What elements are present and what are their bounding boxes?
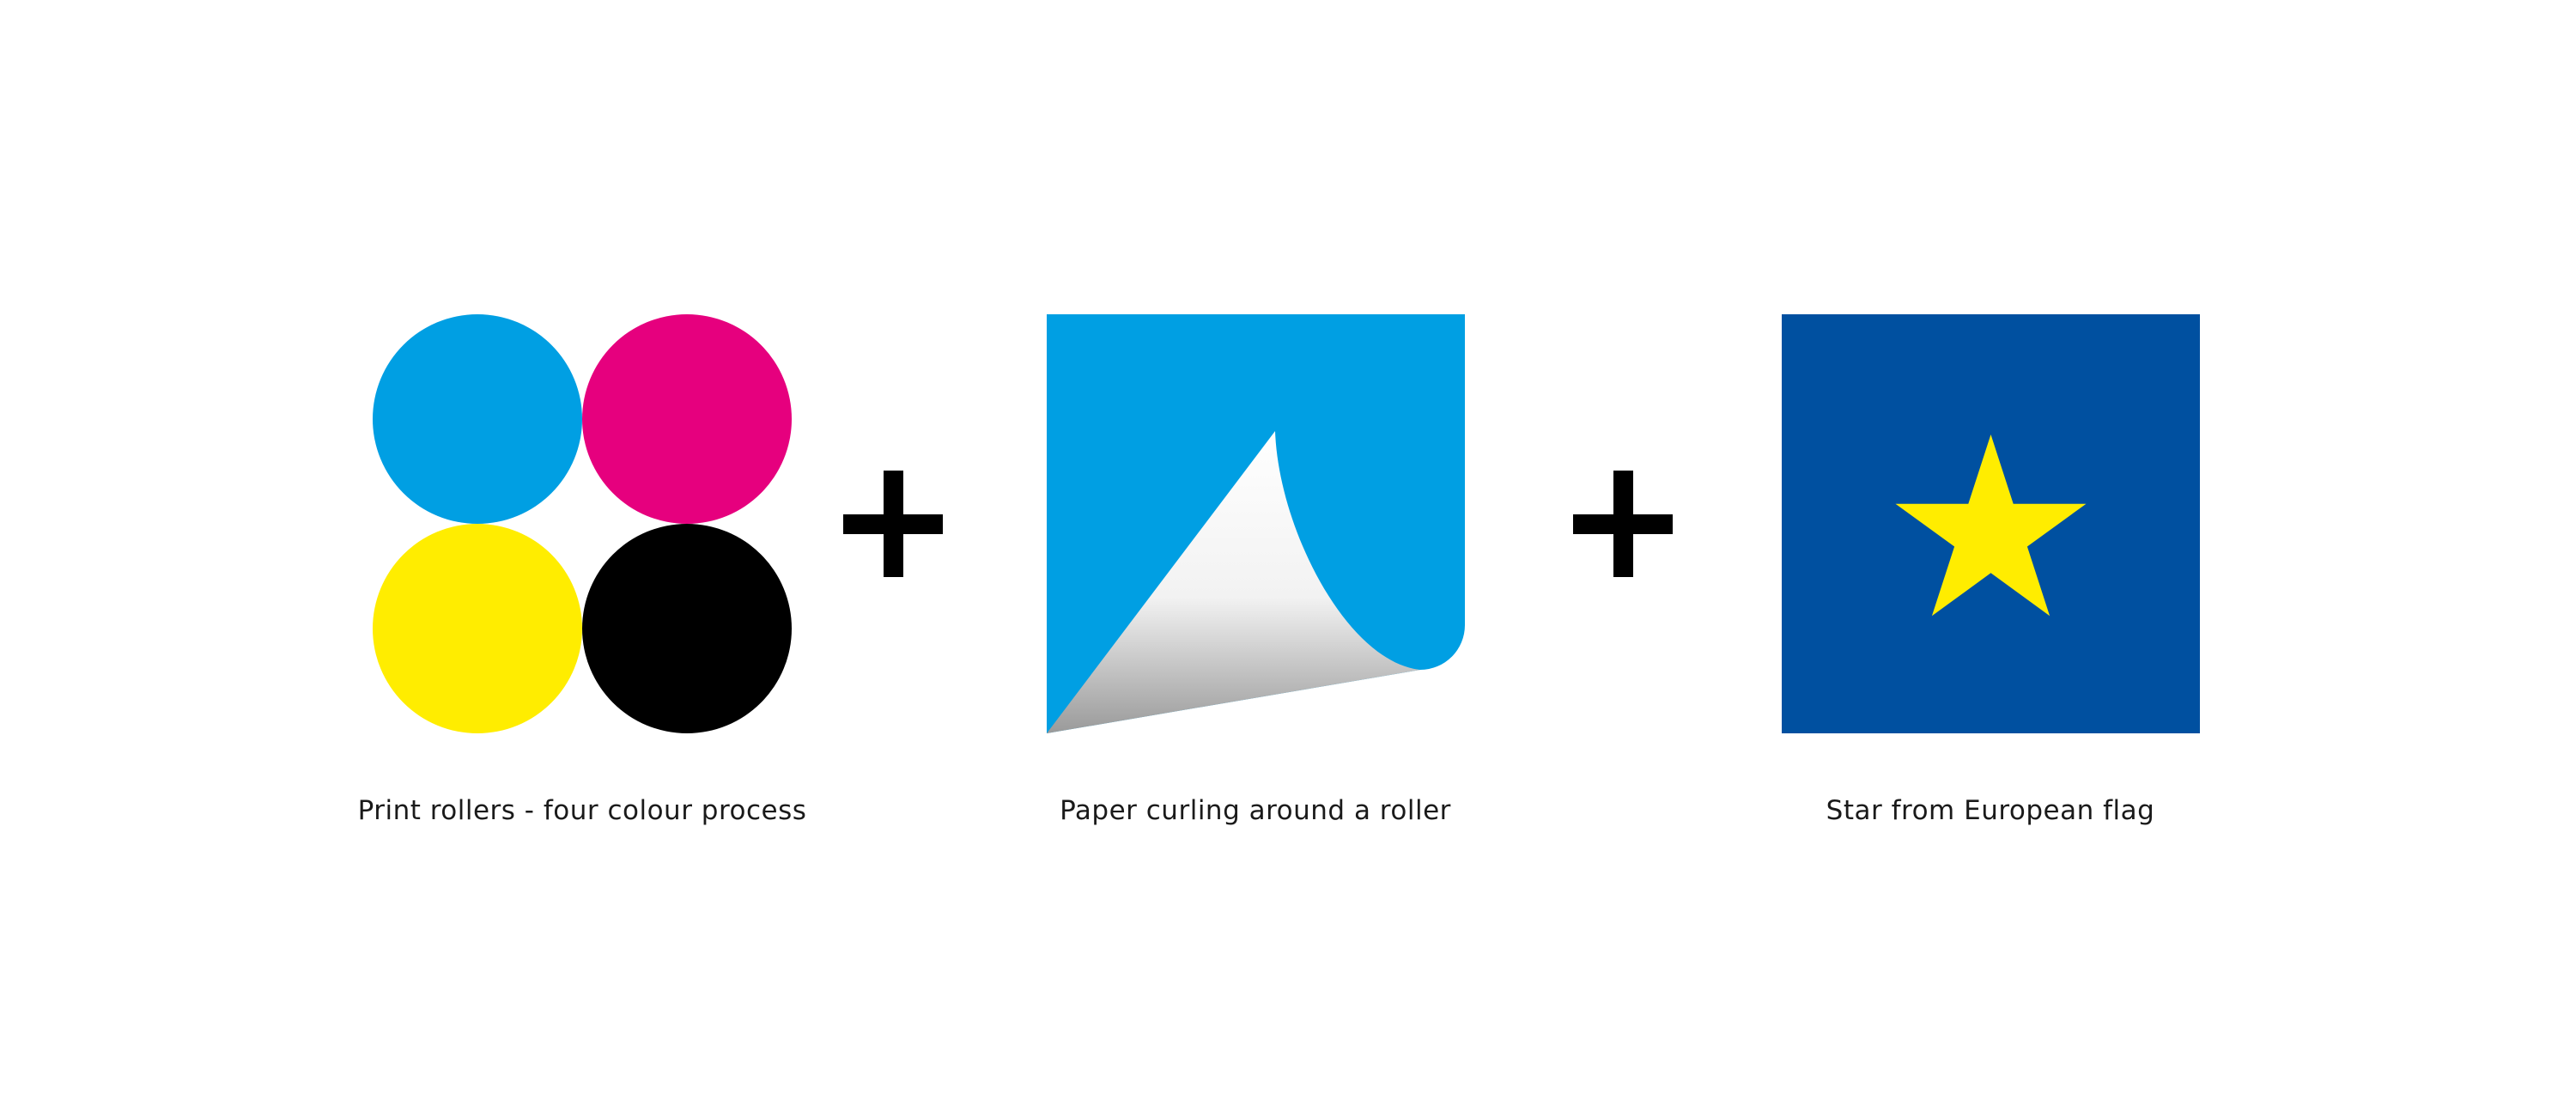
star-icon [1782,314,2200,733]
caption-print-rollers: Print rollers - four colour process [357,795,807,826]
yellow-star [1895,435,2087,617]
print-rollers-graphic [373,314,792,733]
magenta-roller-circle [582,314,792,524]
caption-paper-curl: Paper curling around a roller [1060,795,1451,826]
cyan-roller-circle [373,314,582,524]
paper-curl-icon [1047,314,1465,733]
yellow-roller-circle [373,524,582,733]
eu-flag-graphic [1782,314,2200,733]
plus-icon [843,471,943,577]
paper-curl-graphic [1047,314,1465,733]
paper-curl-flap [1047,431,1420,733]
caption-eu-star: Star from European flag [1826,795,2155,826]
black-roller-circle [582,524,792,733]
plus-icon [1573,471,1673,577]
